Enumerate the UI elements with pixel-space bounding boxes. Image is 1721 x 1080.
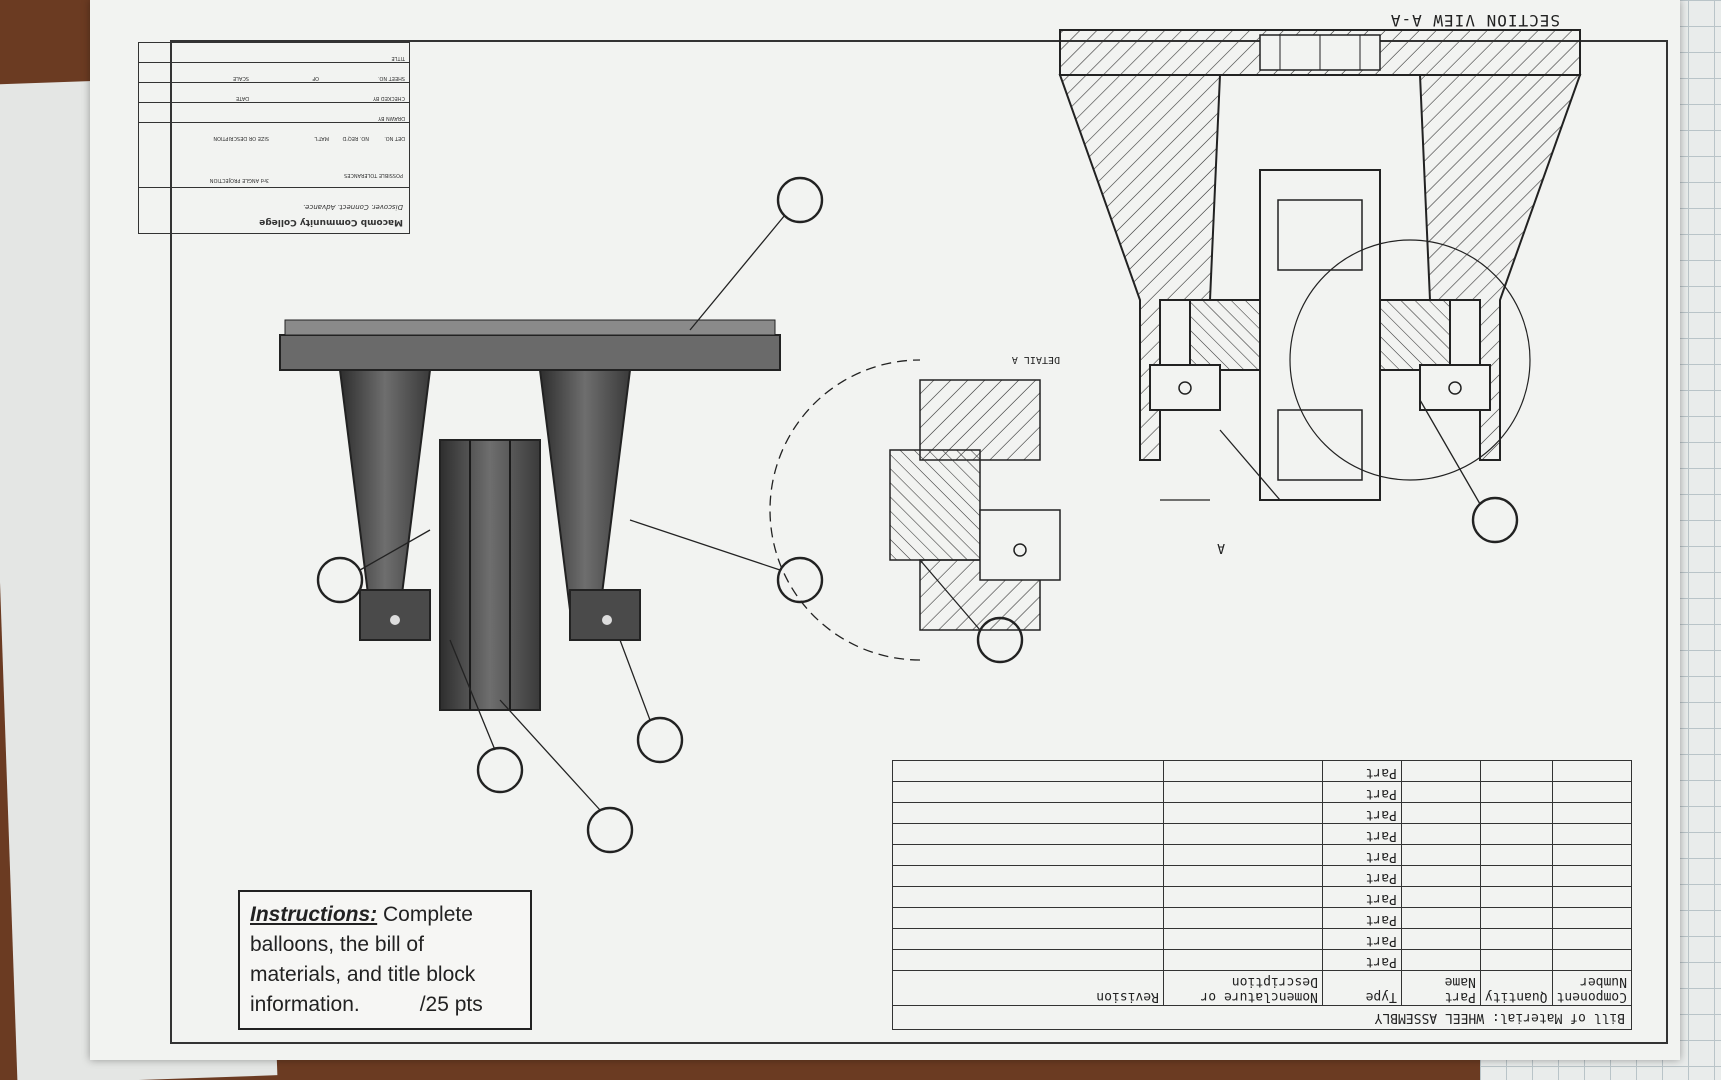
tb-field: SHEET NO. <box>378 75 405 81</box>
school-name: Macomb Community College <box>259 217 403 227</box>
tb-field: DRAWN BY <box>378 115 405 121</box>
drawing-sheet: Bill of Material: WHEEL ASSEMBLY Compone… <box>90 0 1680 1060</box>
tb-field: OF <box>312 75 319 81</box>
drawing-views <box>279 29 1582 854</box>
balloon <box>476 746 524 794</box>
detail-view <box>769 359 1061 664</box>
instructions-line4: information. <box>250 993 360 1016</box>
rotated-page: Bill of Material: WHEEL ASSEMBLY Compone… <box>90 0 1680 1060</box>
detail-view-label: DETAIL A <box>1011 354 1060 365</box>
tb-field: TITLE <box>391 55 405 61</box>
tb-field: NO. REQ'D <box>342 135 369 141</box>
instructions-title: Instructions: <box>250 903 378 926</box>
instructions-line3: materials, and title block <box>250 963 476 986</box>
title-block: Macomb Community College Discover. Conne… <box>138 42 410 234</box>
tb-field: SCALE <box>232 75 249 81</box>
instructions-box: Instructions: Complete balloons, the bil… <box>238 890 532 1030</box>
instructions-score: /25 pts <box>419 993 483 1016</box>
balloon <box>316 556 364 604</box>
tolerances-label: POSSIBLE TOLERANCES <box>344 172 403 178</box>
balloon <box>776 176 824 224</box>
wheel-assembly-view <box>279 176 824 854</box>
tb-field: CHECKED BY <box>373 95 405 101</box>
balloon <box>1471 496 1519 544</box>
instructions-line1: Complete <box>383 903 473 926</box>
balloon <box>636 716 684 764</box>
tb-field: SIZE OR DESCRIPTION <box>213 135 269 141</box>
instructions-line2: balloons, the bill of <box>250 933 424 956</box>
school-tagline: Discover. Connect. Advance. <box>302 203 403 211</box>
section-view-label: SECTION VIEW A-A <box>1389 11 1560 30</box>
projection-label: 3rd ANGLE PROJECTION <box>209 177 269 183</box>
cut-marker-label: A <box>1217 540 1225 555</box>
balloon <box>976 616 1024 664</box>
balloon <box>776 556 824 604</box>
balloon <box>586 806 634 854</box>
section-view <box>1058 29 1582 544</box>
tb-field: DET NO. <box>384 135 405 141</box>
tb-field: MAT'L <box>314 135 329 141</box>
tb-field: DATE <box>235 95 249 101</box>
